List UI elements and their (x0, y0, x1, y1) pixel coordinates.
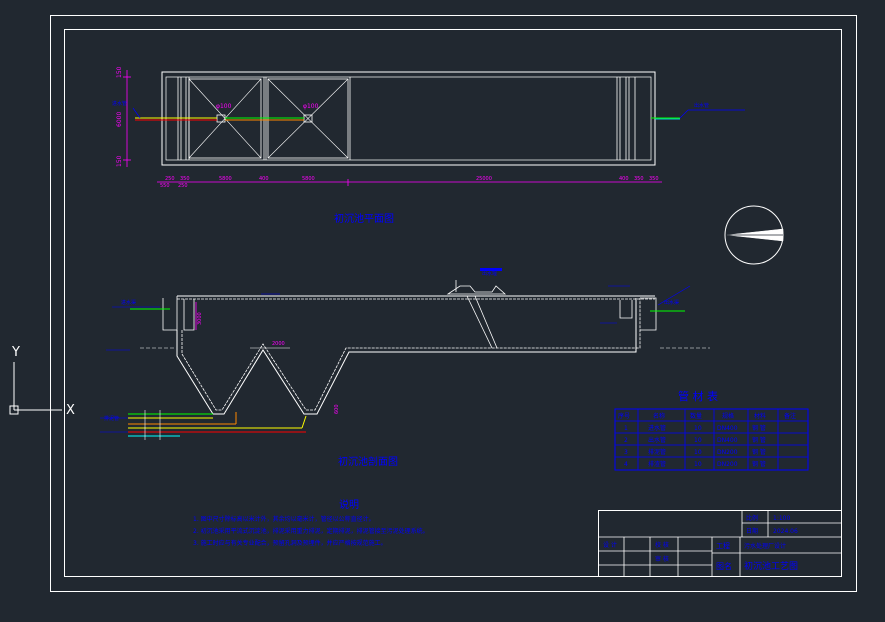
note-line-2: 2. 初沉池采用平流式沉淀池，排泥采用重力排泥，定期排泥，排泥管接至污泥处理系统… (193, 527, 429, 535)
dim-v-3: 150 (116, 155, 123, 167)
ucs-x-label: X (66, 403, 75, 418)
table-cell: 10 (694, 437, 702, 444)
section-label-weir: 出水堰 (482, 270, 497, 277)
dim-h-6: 400 (259, 176, 269, 182)
table-header-6: 备注 (784, 412, 796, 420)
dim-h-8: 25000 (476, 176, 492, 182)
ucs-icon: Y X (9, 345, 75, 418)
title-block: 比例 1:100 日期 2024.06 设 计 校 核 审 核 工程 污水处理厂… (598, 510, 842, 577)
outer-frame (50, 15, 857, 592)
section-view-title: 初沉池剖面图 (338, 455, 398, 468)
hopper-label-1: φ100 (216, 103, 232, 110)
tb-design-label: 设 计 (603, 541, 617, 549)
tb-scale-value: 1:100 (773, 515, 790, 522)
dim-h-7: 5800 (302, 176, 315, 182)
section-label-inlet: 进水渠 (121, 299, 136, 306)
tb-project-label: 工程 (716, 541, 730, 550)
tb-date-label: 日期 (746, 527, 758, 535)
dim-v-2: 6000 (116, 112, 123, 127)
inlet-label: 进水管 (112, 100, 127, 107)
section-dim-3: 2000 (272, 341, 285, 347)
section-label-sludge: 排泥管 (104, 415, 119, 422)
tb-review-label: 审 核 (655, 555, 669, 563)
table-cell: 钢 管 (752, 424, 766, 432)
section-label-outlet: 出水渠 (664, 299, 679, 306)
table-header-2: 名称 (653, 412, 665, 420)
dim-h-10: 350 (634, 176, 644, 182)
tb-drawing-label: 图名 (716, 561, 732, 571)
table-cell: 钢 管 (752, 448, 766, 456)
dim-h-1: 250 (165, 176, 175, 182)
table-cell: 10 (694, 449, 702, 456)
tb-drawing-value: 初沉池工艺图 (744, 560, 798, 572)
dim-h-5: 5800 (219, 176, 232, 182)
table-header-4: 规格 (722, 412, 734, 420)
section-view: 3000 600 2000 进水渠 出水堰 排泥管 出水渠 初沉池剖面图 (100, 268, 710, 468)
table-cell: DN200 (717, 461, 738, 468)
materials-table: 管 材 表 序号 名称 数量 规格 材料 备注 1 进水管 10 DN400 钢… (614, 389, 809, 471)
dim-h-3: 550 (160, 183, 170, 189)
table-cell: 钢 管 (752, 460, 766, 468)
tank-section-outline (176, 298, 637, 415)
table-cell: 2 (624, 437, 628, 444)
dim-h-2: 350 (180, 176, 190, 182)
table-cell: 出水管 (648, 436, 666, 444)
tb-date-value: 2024.06 (773, 528, 798, 535)
table-cell: 排泥管 (648, 448, 666, 456)
plan-view: φ100 φ100 出水管 进水管 150 6000 150 250 350 5… (112, 66, 745, 225)
note-line-1: 1. 图中尺寸除标高以米计外，其余均以毫米计，管径以公称直径计。 (193, 515, 375, 523)
materials-table-title: 管 材 表 (678, 389, 718, 403)
north-arrow (724, 205, 784, 265)
dim-h-11: 350 (649, 176, 659, 182)
tb-scale-label: 比例 (746, 514, 758, 522)
dim-h-9: 400 (619, 176, 629, 182)
ucs-y-label: Y (11, 345, 20, 360)
table-cell: 4 (624, 461, 628, 468)
table-cell: DN200 (717, 449, 738, 456)
table-cell: 进水管 (648, 424, 666, 432)
notes-heading: 说明 (339, 498, 359, 511)
table-header-3: 数量 (690, 412, 702, 420)
note-line-3: 3. 施工时应与有关专业配合，预留孔洞及预埋件，并应严格按规范施工。 (193, 539, 387, 547)
tb-check-label: 校 核 (655, 541, 669, 549)
table-cell: 10 (694, 461, 702, 468)
section-dim-1: 3000 (197, 312, 203, 325)
table-cell: 10 (694, 425, 702, 432)
notes: 说明 1. 图中尺寸除标高以米计外，其余均以毫米计，管径以公称直径计。 2. 初… (193, 498, 429, 547)
table-header-5: 材料 (754, 412, 766, 420)
dim-v-1: 150 (116, 66, 123, 78)
dim-h-4: 250 (178, 183, 188, 189)
tb-project-value: 污水处理厂设计 (744, 542, 786, 550)
plan-view-title: 初沉池平面图 (334, 212, 394, 225)
inner-frame (64, 29, 842, 577)
table-cell: 钢 管 (752, 436, 766, 444)
section-dim-2: 600 (334, 404, 340, 414)
table-cell: 1 (624, 425, 628, 432)
outlet-label: 出水管 (694, 102, 709, 109)
table-cell: DN400 (717, 425, 738, 432)
table-cell: DN400 (717, 437, 738, 444)
table-header-1: 序号 (618, 412, 630, 420)
table-cell: 3 (624, 449, 628, 456)
hopper-label-2: φ100 (303, 103, 319, 110)
table-cell: 排渣管 (648, 460, 666, 468)
